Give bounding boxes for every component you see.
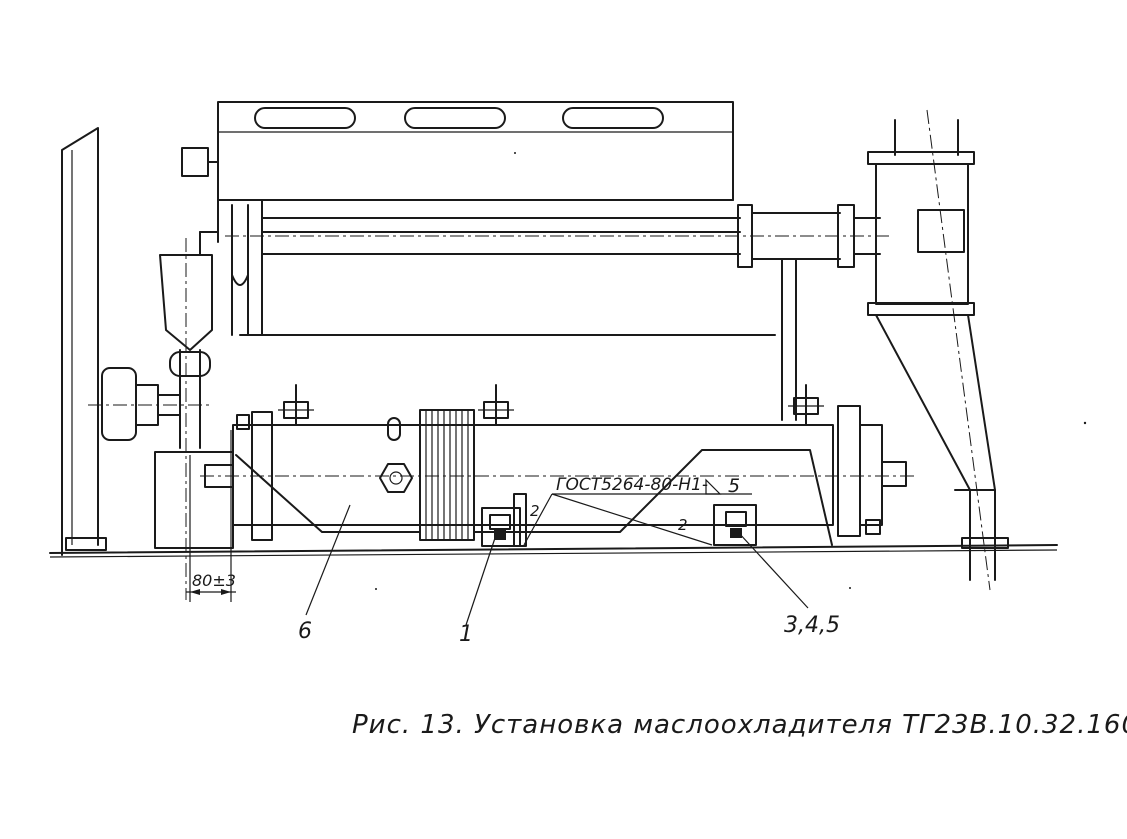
left-wall-column xyxy=(61,127,107,556)
dimension-label: 80±3 xyxy=(192,571,236,590)
anchor-bracket-1 xyxy=(481,493,527,547)
weld-mark-a: 2 xyxy=(530,502,540,520)
weld-annotation: ГОСТ5264-80-Н1- 5 2 2 xyxy=(523,475,752,546)
left-support-block xyxy=(154,451,234,549)
scan-specks xyxy=(375,152,1087,590)
horizontal-pipes xyxy=(225,204,890,421)
top-bolt-left xyxy=(278,384,314,426)
item-345-label: 3,4,5 xyxy=(784,613,840,638)
weld-spec-label: ГОСТ5264-80-Н1- xyxy=(556,475,708,495)
left-coupling xyxy=(88,367,210,441)
figure-caption: Рис. 13. Установка маслоохладителя ТГ23В… xyxy=(352,710,1127,740)
top-bolt-middle xyxy=(478,384,514,426)
dimension-80: 80±3 xyxy=(186,430,236,602)
weld-leg-label: 5 xyxy=(728,475,740,497)
cooler-cylinder xyxy=(200,384,918,546)
weld-mark-b: 2 xyxy=(678,516,688,534)
foundation-line xyxy=(49,544,1058,558)
item-6-label: 6 xyxy=(298,619,312,644)
item-1-label: 1 xyxy=(459,622,473,647)
left-vertical-pipe xyxy=(159,204,249,600)
anchor-bracket-345 xyxy=(713,504,757,546)
item-callouts: 6 1 3,4,5 xyxy=(298,504,840,647)
cooler-housing xyxy=(181,101,776,336)
right-vertical-pipe xyxy=(867,109,1009,591)
top-bolt-right xyxy=(788,384,824,426)
